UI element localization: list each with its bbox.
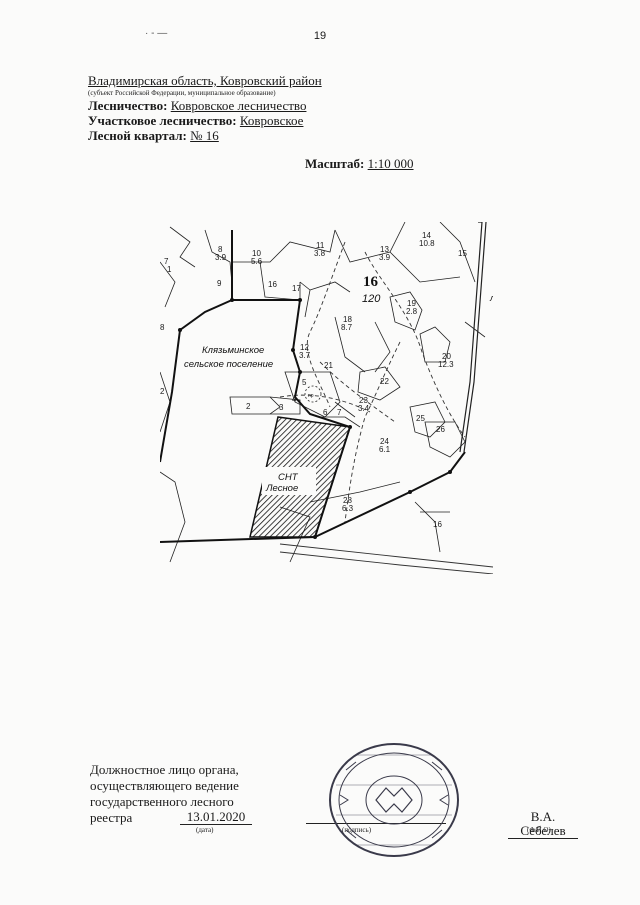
document-header: Владимирская область, Ковровский район (… [88,73,322,143]
plot-label: 19 [407,299,416,308]
plot-area: 5.6 [251,257,263,266]
plot-area: 10.8 [419,239,435,248]
quarter-label: Лесной квартал: [88,128,187,143]
plot-label: 15 [458,249,467,258]
official-line-3: государственного лесного [90,794,234,809]
plot-label: 13 [380,245,389,254]
plot-label: 12 [300,343,309,352]
quarter-line: Лесной квартал: № 16 [88,128,322,143]
plot-label: 6 [323,408,328,417]
plot-label: 17 [292,284,301,293]
official-line-2: осуществляющего ведение [90,778,239,793]
plot-area: 8.7 [341,323,353,332]
scale-line: Масштаб: 1:10 000 [305,156,414,172]
plot-label: 2 [160,387,165,396]
plot-label: 7 [337,408,342,417]
plot-label: 26 [436,425,445,434]
snt-label-1: СНТ [278,472,299,483]
official-name: В.А. Себелев [508,810,578,839]
plot-label: 23 [359,396,368,405]
region-line: Владимирская область, Ковровский район [88,73,322,88]
scan-mark: · - — [145,28,168,39]
plot-area: 3.8 [314,249,326,258]
quarter-number: 16 [363,274,379,290]
plot-area: 3.9 [379,253,391,262]
plot-label: 7 [164,257,169,266]
official-block: Должностное лицо органа, осуществляющего… [90,762,290,826]
plot-label: 18 [343,315,352,324]
plot-label: 8 [160,323,165,332]
scale-label: Масштаб: [305,156,365,171]
forestry-line: Лесничество: Ковровское лесничество [88,98,322,113]
district-line: Участковое лесничество: Ковровское [88,113,322,128]
snt-label-2: Лесное [265,483,298,494]
forestry-value: Ковровское лесничество [170,98,307,113]
plot-label: 16 [268,280,277,289]
plot-area: 6.3 [342,504,354,513]
signature-caption: (подпись) [342,826,372,834]
date-caption: (дата) [196,826,214,834]
plot-label: 4 [292,395,297,404]
plot-area: 12.3 [438,360,454,369]
region-note: (субъект Российской Федерации, муниципал… [88,89,276,97]
plot-area: 3.9 [215,253,227,262]
plot-label: 8 [218,245,223,254]
plot-area: 6.1 [379,445,391,454]
plot-label: 9 [217,279,222,288]
official-line-1: Должностное лицо органа, [90,762,239,777]
road-label: ле [489,293,493,303]
plot-label: 28 [343,496,352,505]
plot-label: 22 [380,377,389,386]
plot-label: 24 [380,437,389,446]
signature-line [306,823,446,824]
plot-label: 3 [279,403,284,412]
plot-label: 21 [324,361,333,370]
plot-area: 3.7 [299,351,311,360]
date-value: 13.01.2020 [180,810,252,825]
plot-area: 3.4 [358,404,370,413]
official-line-4: реестра [90,810,133,825]
plot-label: 14 [422,231,431,240]
plot-label: 11 [316,241,325,250]
plot-area: 1 [167,265,172,274]
name-caption: (Ф.И.О) [527,826,551,834]
plot-label: 16 [433,520,442,529]
forest-map: 8 3.9 10 5.6 11 3.8 13 3.9 14 10.8 15 7 … [160,222,493,574]
plot-label: 10 [252,249,261,258]
official-stamp [329,743,459,857]
district-label: Участковое лесничество: [88,113,237,128]
plot-label: 25 [416,414,425,423]
pond-label: пр [308,393,314,399]
quarter-value: № 16 [190,128,219,143]
district-value: Ковровское [239,113,304,128]
page-number: 19 [313,30,327,42]
settlement-label-1: Клязьминское [202,345,264,356]
plot-label: 20 [442,352,451,361]
quarter-area: 120 [362,293,381,305]
settlement-label-2: сельское поселение [184,359,273,370]
plot-area: 2.8 [406,307,418,316]
scale-value: 1:10 000 [367,156,414,171]
plot-label: 5 [302,378,307,387]
map-svg: 8 3.9 10 5.6 11 3.8 13 3.9 14 10.8 15 7 … [160,222,493,574]
forestry-label: Лесничество: [88,98,168,113]
plot-label: 2 [246,402,251,411]
